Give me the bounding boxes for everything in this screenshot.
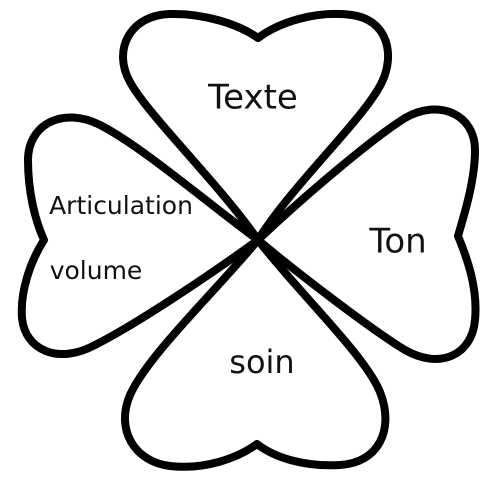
leaf-left-label-line-2: volume	[50, 256, 143, 285]
leaf-bottom-label: soin	[229, 343, 294, 381]
leaf-right-label: Ton	[368, 222, 426, 262]
leaf-left-label-line-1: Articulation	[49, 191, 193, 220]
leaf-top-label: Texte	[207, 78, 298, 118]
